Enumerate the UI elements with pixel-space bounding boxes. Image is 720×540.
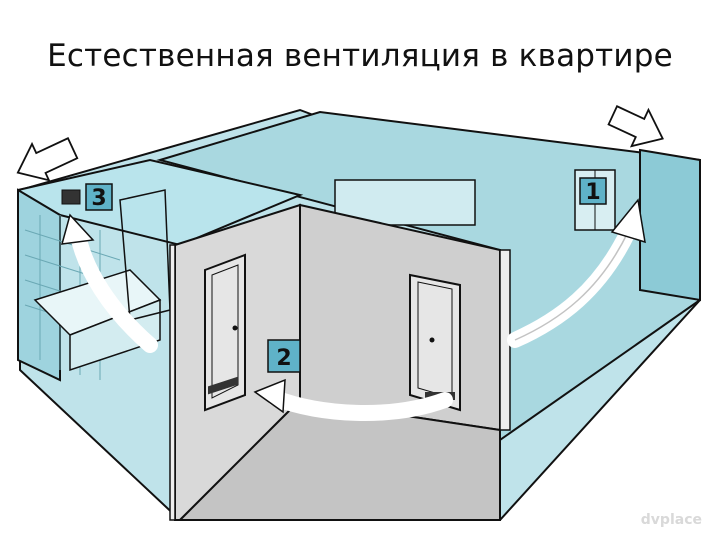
hallway-door-left	[205, 255, 245, 410]
marker-1-badge: 1	[580, 178, 606, 205]
marker-3-badge: 3	[86, 184, 112, 211]
hallway-door-right	[410, 275, 460, 410]
marker-1-label: 1	[585, 180, 600, 205]
bathroom-left-wall	[18, 190, 60, 380]
watermark: dvplace	[641, 512, 702, 528]
exhaust-vent-grille	[62, 190, 80, 204]
bedroom-right-wall	[640, 150, 700, 300]
marker-3-label: 3	[91, 186, 106, 211]
marker-2-label: 2	[276, 346, 291, 371]
marker-2-badge: 2	[268, 340, 300, 372]
inflow-arrow-roof	[604, 97, 671, 156]
